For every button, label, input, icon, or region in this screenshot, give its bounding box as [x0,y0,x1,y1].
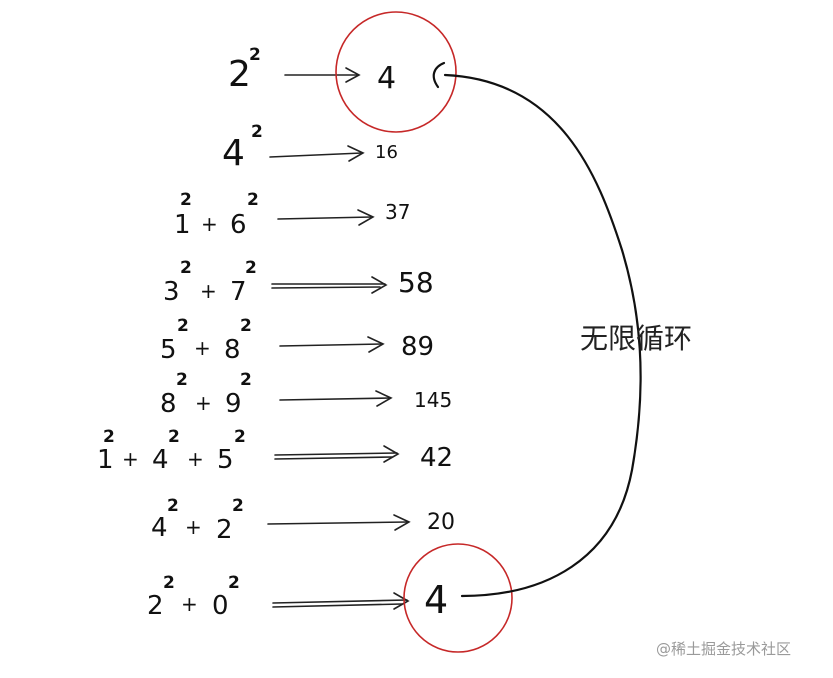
row-8-arrow-shaft [267,521,409,525]
row-9-term-2-exp: 2 [228,573,240,593]
row-6-term-1-exp: 2 [176,370,188,390]
row-3-term-2-base: 6 [230,210,247,240]
row-5-plus: + [194,336,211,360]
row-3-term-2-exp: 2 [247,190,259,210]
row-7-term-1-base: 1 [97,445,114,475]
row-9: 2 2 + 0 2 4 [147,543,513,653]
row-8: 4 2 + 2 2 20 [151,496,455,545]
row-6: 8 2 + 9 2 145 [160,370,452,419]
row-6-term-2-base: 9 [225,389,242,419]
row-5-term-1-exp: 2 [177,316,189,336]
row-4-term-2-exp: 2 [245,258,257,278]
row-2-term-1-base: 4 [222,133,245,174]
row-3-result: 37 [385,200,410,224]
row-1-term-1-exp: 2 [249,45,261,65]
row-7-term-3-base: 5 [217,445,234,475]
row-7-term-1-exp: 2 [103,427,115,447]
row-9-term-1-exp: 2 [163,573,175,593]
row-7-term-2-exp: 2 [168,427,180,447]
row-3-term-1-base: 1 [174,210,191,240]
row-6-result: 145 [414,388,452,412]
row-7-arrow-shaft [274,452,398,456]
row-5-result: 89 [401,332,434,362]
row-1-result: 4 [377,61,396,96]
row-1-term-1-base: 2 [228,54,251,95]
row-5-term-2-base: 8 [224,335,241,365]
start-circle [335,11,457,133]
row-8-term-2-base: 2 [216,515,233,545]
row-8-plus: + [185,515,202,539]
row-6-arrow-shaft [279,397,391,401]
row-9-term-1-base: 2 [147,591,164,621]
row-1-arrow-head [345,67,361,83]
row-4: 3 2 + 7 2 58 [163,258,434,307]
row-6-term-1-base: 8 [160,389,177,419]
watermark: @稀土掘金技术社区 [656,640,791,658]
row-9-result: 4 [424,578,448,622]
row-2-term-1-exp: 2 [251,122,263,142]
row-3: 1 2 + 6 2 37 [174,190,410,240]
row-3-arrow-head [357,209,375,226]
row-9-term-2-base: 0 [212,591,229,621]
row-2-arrow-head [347,145,365,162]
row-5-term-2-exp: 2 [240,316,252,336]
row-7: 1 2 + 4 2 + 5 2 42 [97,427,453,475]
row-6-term-2-exp: 2 [240,370,252,390]
row-4-term-1-base: 3 [163,277,180,307]
row-9-arrow-shaft-2 [272,603,403,608]
loop-arrowhead-mark [432,61,446,89]
row-4-arrow-head [371,276,388,294]
row-8-term-1-exp: 2 [167,496,179,516]
row-7-arrow-shaft-2 [274,456,393,460]
row-9-arrow-head [393,592,410,610]
row-7-term-3-exp: 2 [234,427,246,447]
row-2: 4 2 16 [222,122,398,174]
loop-curve [443,73,642,598]
row-6-plus: + [195,391,212,415]
row-7-result: 42 [420,443,453,473]
row-8-term-1-base: 4 [151,513,168,543]
row-4-plus: + [200,279,217,303]
row-7-term-2-base: 4 [152,445,169,475]
row-4-term-2-base: 7 [230,277,247,307]
row-7-plus-2: + [187,447,204,471]
row-5-arrow-head [367,336,385,353]
row-9-plus: + [181,592,198,616]
row-7-arrow-head [383,445,400,463]
row-4-result: 58 [398,266,434,299]
row-6-arrow-head [375,390,393,407]
row-8-result: 20 [427,510,455,535]
row-5: 5 2 + 8 2 89 [160,316,434,365]
row-8-term-2-exp: 2 [232,496,244,516]
row-9-arrow-shaft [272,599,408,604]
row-7-plus-1: + [122,447,139,471]
end-circle [403,543,513,653]
row-8-arrow-head [393,514,411,531]
row-1: 2 2 4 [228,11,457,133]
row-3-plus: + [201,212,218,236]
row-4-term-1-exp: 2 [180,258,192,278]
row-5-arrow-shaft [279,343,383,347]
row-4-arrow-shaft-2 [271,286,381,289]
row-2-result: 16 [375,142,398,163]
row-2-arrow-shaft [269,152,363,158]
row-5-term-1-base: 5 [160,335,177,365]
row-3-term-1-exp: 2 [180,190,192,210]
loop-label: 无限循环 [580,322,692,355]
row-3-arrow-shaft [277,216,373,220]
